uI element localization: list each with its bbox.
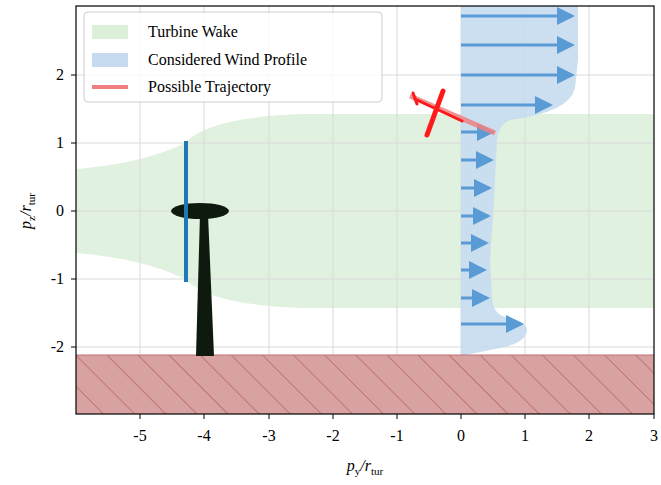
legend-swatch xyxy=(92,53,128,67)
tick-label: 0 xyxy=(457,428,465,444)
tick-label: 3 xyxy=(650,428,658,444)
tick-label: -3 xyxy=(262,428,275,444)
turbine-tower xyxy=(196,214,214,356)
tick-label: 1 xyxy=(56,135,64,151)
axis-symbol: p xyxy=(17,221,34,229)
tick-label: -2 xyxy=(326,428,339,444)
axis-symbol: /r xyxy=(360,457,371,474)
axes-frame xyxy=(76,6,654,414)
turbine-wake xyxy=(76,114,654,308)
ticks xyxy=(71,75,654,419)
legend-line-sample xyxy=(92,85,128,89)
legend-text: Considered Wind Profile xyxy=(148,52,307,68)
axis-symbol: /r xyxy=(17,205,34,216)
grid xyxy=(76,6,654,414)
wind-profile xyxy=(461,6,578,356)
tick-label: -4 xyxy=(197,428,210,444)
tick-label: -2 xyxy=(51,339,64,355)
turbine-rotor xyxy=(184,141,188,282)
tick-label: 2 xyxy=(56,67,64,83)
axis-subscript: tur xyxy=(371,465,383,477)
axis-label: py/rtur xyxy=(347,458,383,474)
axis-label: pz/rtur xyxy=(18,193,34,229)
tick-label: 0 xyxy=(56,203,64,219)
turbine-nacelle xyxy=(171,203,229,219)
tick-label: -1 xyxy=(51,271,64,287)
axis-subscript: tur xyxy=(25,193,37,205)
axis-subscript: z xyxy=(25,216,37,221)
axis-symbol: p xyxy=(347,457,355,474)
trajectory xyxy=(410,96,495,133)
legend-swatch xyxy=(92,25,128,39)
tick-label: 2 xyxy=(585,428,593,444)
axis-subscript: y xyxy=(355,465,361,477)
legend-text: Possible Trajectory xyxy=(148,79,271,95)
tick-label: -1 xyxy=(390,428,403,444)
legend-text: Turbine Wake xyxy=(148,24,238,40)
aircraft xyxy=(413,91,462,135)
legend-box xyxy=(84,12,382,102)
ground xyxy=(76,355,654,414)
tick-label: -5 xyxy=(133,428,146,444)
wind-arrows xyxy=(461,16,572,324)
tick-label: 1 xyxy=(521,428,529,444)
